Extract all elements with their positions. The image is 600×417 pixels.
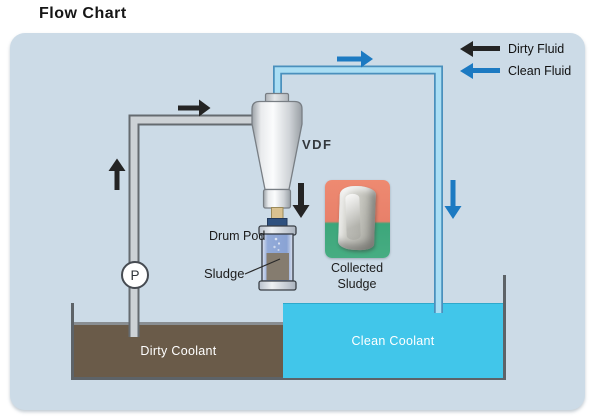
- drum-pod: [258, 225, 297, 291]
- clean-coolant-tank: Clean Coolant: [283, 303, 503, 378]
- clean-flow-down-arrowhead: [444, 206, 462, 219]
- sludge-leader-line: [244, 258, 281, 275]
- page-title: Flow Chart: [39, 5, 127, 22]
- dirty-fluid-legend-label: Dirty Fluid: [508, 41, 565, 56]
- drum-bubble: [273, 245, 276, 249]
- drum-bottom-cap: [258, 280, 297, 291]
- legend-item-dirty-fluid: Dirty Fluid: [460, 40, 564, 57]
- clean-flow-down-arrow: [450, 180, 456, 207]
- clean-coolant-label: Clean Coolant: [351, 334, 435, 348]
- tank-right-wall: [503, 275, 506, 380]
- collected-sludge-label: Collected Sludge: [320, 261, 394, 292]
- tank-left-wall: [71, 303, 74, 380]
- pump-label: P: [130, 268, 139, 283]
- dirty-flow-up-arrow: [114, 170, 120, 190]
- dirty-coolant-tank: Dirty Coolant: [74, 325, 283, 377]
- drum-sludge-fill: [266, 253, 289, 280]
- drum-bubble: [277, 249, 280, 251]
- dirty-fluid-arrow-icon: [460, 40, 500, 57]
- sludge-down-arrow: [298, 183, 304, 206]
- tank-bottom-wall: [71, 377, 506, 380]
- clean-fluid-arrow-icon: [460, 62, 500, 79]
- legend-item-clean-fluid: Clean Fluid: [460, 62, 571, 79]
- collected-sludge-photo: [325, 180, 390, 258]
- clean-fluid-pipe: [273, 65, 443, 313]
- drum-bubble: [274, 237, 278, 241]
- collected-sludge-line1: Collected: [330, 261, 384, 275]
- vdf-separator: [251, 92, 303, 228]
- vdf-label: VDF: [302, 137, 333, 152]
- clean-fluid-legend-label: Clean Fluid: [508, 63, 572, 78]
- clean-flow-right-arrow: [337, 56, 361, 62]
- clean-flow-right-arrowhead: [361, 50, 373, 68]
- dirty-flow-right-arrowhead: [199, 99, 211, 117]
- drum-pod-label: Drum Pod: [209, 229, 266, 243]
- underflow-connector: [271, 207, 284, 220]
- dirty-coolant-label: Dirty Coolant: [140, 344, 217, 358]
- dirty-flow-up-arrowhead: [108, 158, 126, 171]
- separator-cone-body: [251, 100, 303, 191]
- sludge-down-arrowhead: [292, 205, 310, 218]
- sludge-label: Sludge: [204, 266, 245, 281]
- dirty-flow-right-arrow: [178, 105, 199, 111]
- flow-arrows: [108, 50, 462, 219]
- pump: P: [121, 261, 149, 289]
- dirty-coolant-surface-line: [74, 322, 283, 325]
- separator-underflow-tip: [262, 188, 292, 209]
- sludge-bag-highlight: [345, 193, 361, 241]
- pump-circle: [121, 261, 149, 289]
- drum-bubble: [277, 242, 281, 245]
- sludge-bag-image: [337, 185, 377, 251]
- clean-pipe-fill: [274, 67, 442, 313]
- collected-sludge-line2: Sludge: [337, 276, 377, 291]
